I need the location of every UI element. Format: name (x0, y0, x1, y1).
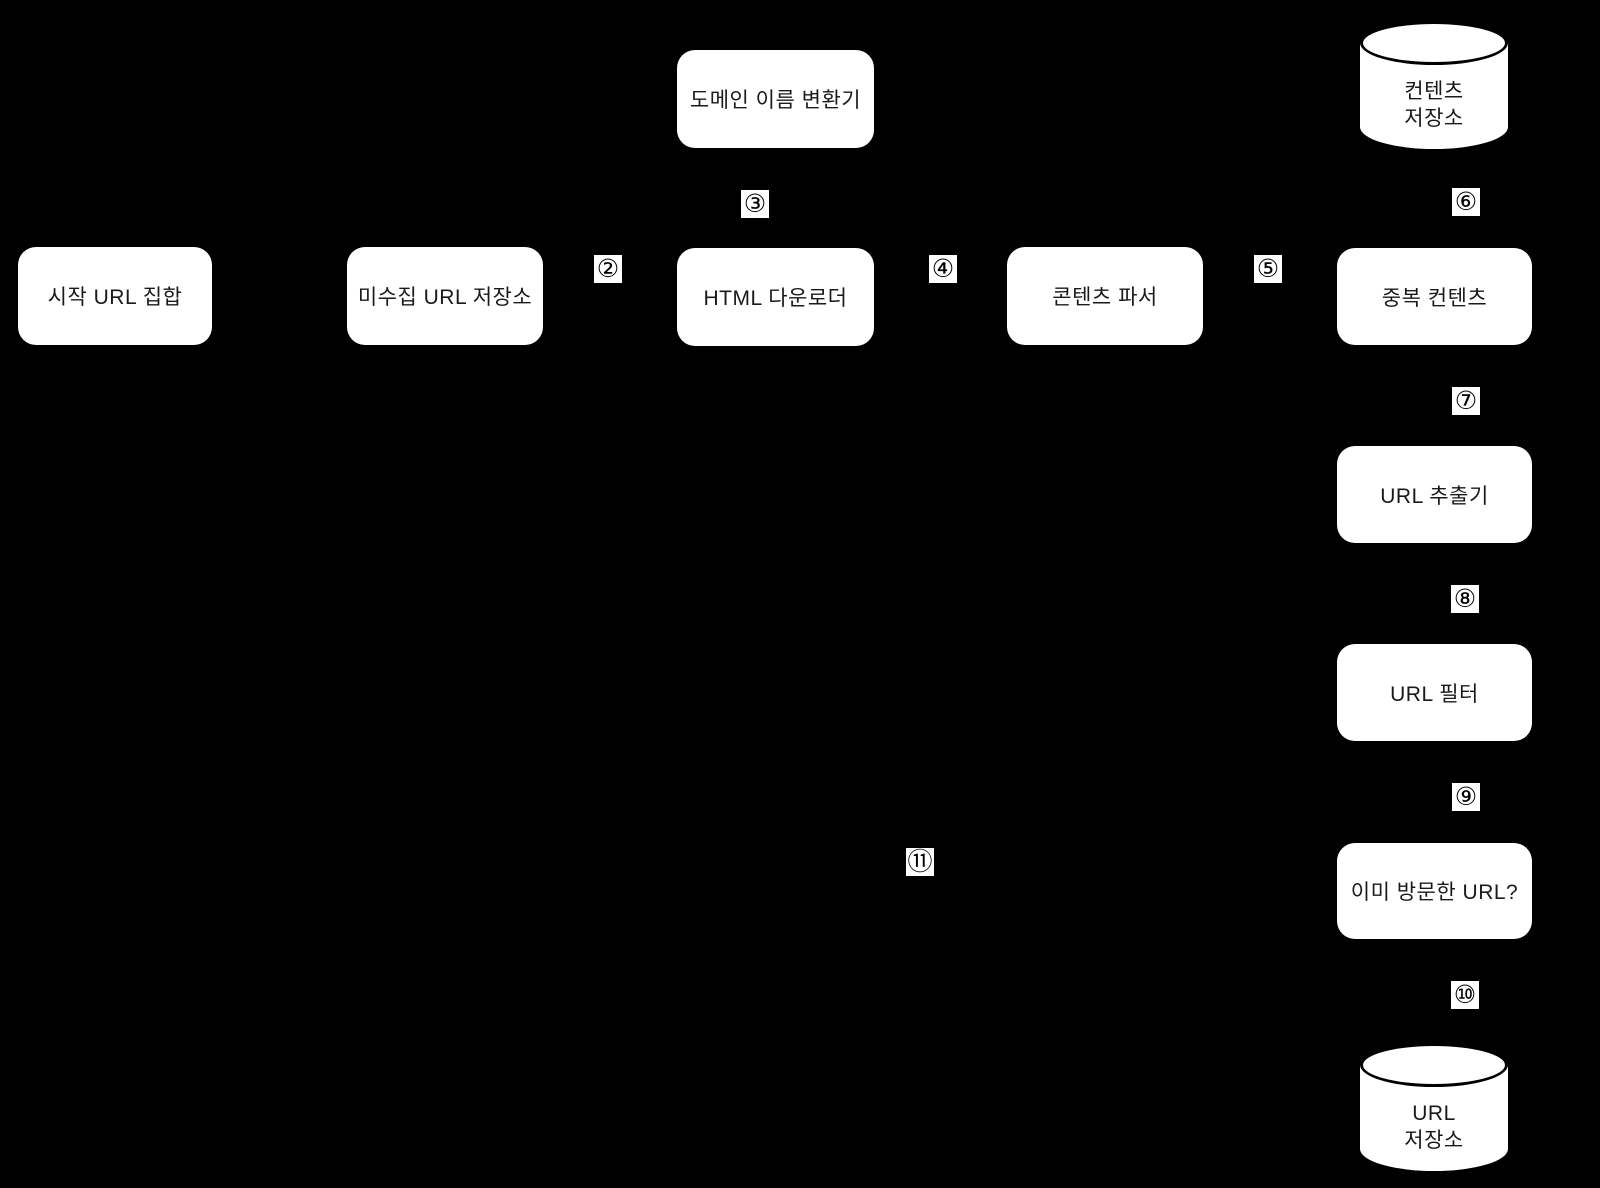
node-visited-url: 이미 방문한 URL? (1337, 843, 1532, 939)
db-content-storage-cylinder: 컨텐츠 저장소 (1360, 21, 1508, 149)
node-url-filter: URL 필터 (1337, 644, 1532, 741)
node-url-frontier: 미수집 URL 저장소 (347, 247, 543, 345)
label-line-1: 컨텐츠 (1404, 80, 1464, 103)
step-badge-6: ⑥ (1452, 188, 1480, 216)
cylinder-bottom (1360, 1127, 1508, 1171)
step-badge-7: ⑦ (1452, 387, 1480, 415)
cylinder-top-ellipse (1360, 21, 1508, 65)
node-content-parser: 콘텐츠 파서 (1007, 247, 1203, 345)
label-line-2: 저장소 (1404, 107, 1464, 130)
label-line-2: 저장소 (1404, 1129, 1464, 1152)
db-content-storage-label: 컨텐츠 저장소 (1360, 65, 1508, 145)
node-duplicate-content: 중복 컨텐츠 (1337, 248, 1532, 345)
node-start-url-set: 시작 URL 집합 (18, 247, 212, 345)
cylinder-bottom (1360, 105, 1508, 149)
step-badge-3: ③ (741, 190, 769, 218)
step-badge-2: ② (594, 255, 622, 283)
db-url-storage-cylinder: URL 저장소 (1360, 1043, 1508, 1171)
step-badge-4: ④ (929, 255, 957, 283)
node-html-downloader: HTML 다운로더 (677, 248, 874, 346)
step-badge-8: ⑧ (1451, 585, 1479, 613)
label-line-1: URL (1412, 1102, 1456, 1125)
step-badge-9: ⑨ (1452, 783, 1480, 811)
node-url-extractor: URL 추출기 (1337, 446, 1532, 543)
cylinder-top-ellipse (1360, 1043, 1508, 1087)
step-badge-10: ⑩ (1451, 981, 1479, 1009)
step-badge-11: ⑪ (906, 847, 934, 876)
node-dns-resolver: 도메인 이름 변환기 (677, 50, 874, 148)
db-url-storage-label: URL 저장소 (1360, 1087, 1508, 1167)
step-badge-5: ⑤ (1254, 255, 1282, 283)
